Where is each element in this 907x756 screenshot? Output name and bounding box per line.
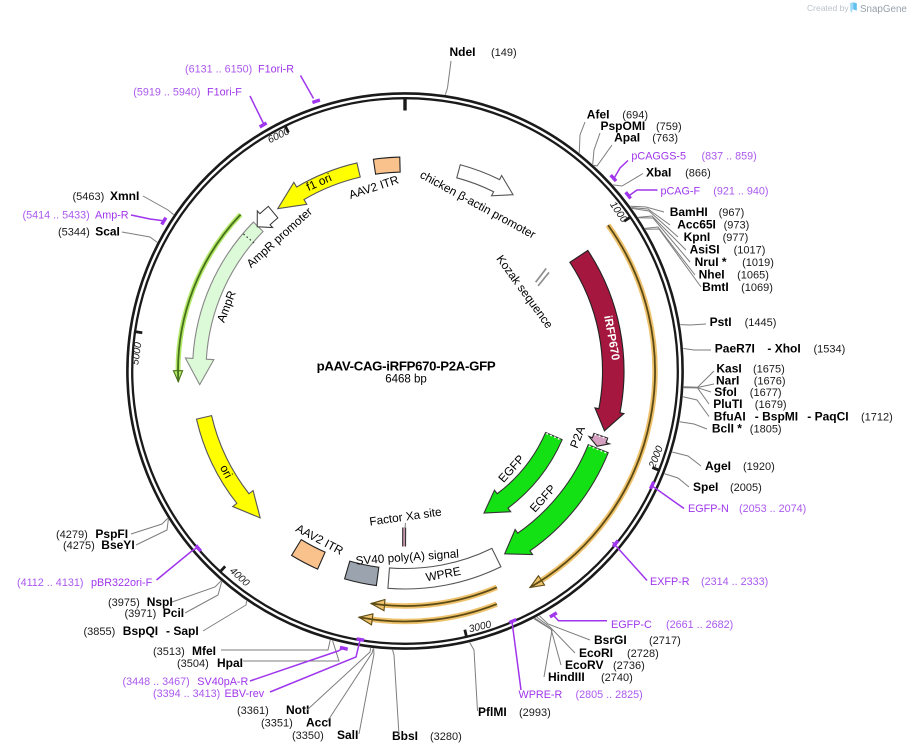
svg-text:(4275): (4275) xyxy=(63,540,95,552)
svg-text:(763): (763) xyxy=(652,133,678,145)
svg-text:(2736): (2736) xyxy=(613,660,645,672)
svg-text:PciI: PciI xyxy=(163,606,184,620)
svg-text:HpaI: HpaI xyxy=(217,656,243,670)
svg-text:(1920): (1920) xyxy=(743,461,775,473)
svg-text:(3361): (3361) xyxy=(237,705,269,717)
svg-text:EBV-rev: EBV-rev xyxy=(225,688,265,700)
svg-text:(3448 .. 3467): (3448 .. 3467) xyxy=(123,676,190,688)
svg-text:pAAV-CAG-iRFP670-P2A-GFP: pAAV-CAG-iRFP670-P2A-GFP xyxy=(317,359,496,374)
svg-text:F1ori-F: F1ori-F xyxy=(207,87,242,99)
svg-text:MfeI: MfeI xyxy=(192,644,216,658)
svg-text:BbsI: BbsI xyxy=(392,729,418,743)
svg-text:(2661 .. 2682): (2661 .. 2682) xyxy=(666,619,733,631)
svg-text:ScaI: ScaI xyxy=(95,225,120,239)
svg-text:- BspMI: - BspMI xyxy=(755,410,798,424)
svg-text:XmnI: XmnI xyxy=(110,189,139,203)
svg-text:Amp-R: Amp-R xyxy=(95,210,129,222)
svg-text:(1805): (1805) xyxy=(750,424,782,436)
svg-text:BseYI: BseYI xyxy=(101,538,134,552)
svg-text:WPRE-R: WPRE-R xyxy=(519,689,563,701)
svg-text:(6131 .. 6150): (6131 .. 6150) xyxy=(185,64,252,76)
svg-text:(2805 .. 2825): (2805 .. 2825) xyxy=(576,689,643,701)
svg-text:BsrGI: BsrGI xyxy=(594,633,627,647)
svg-text:ApaI: ApaI xyxy=(614,131,640,145)
svg-text:(3504): (3504) xyxy=(177,658,209,670)
svg-text:(3280): (3280) xyxy=(430,731,462,743)
svg-text:BclI *: BclI * xyxy=(712,422,742,436)
svg-text:(837 .. 859): (837 .. 859) xyxy=(702,151,757,163)
svg-text:(1445): (1445) xyxy=(745,317,777,329)
svg-text:SnapGene: SnapGene xyxy=(860,4,907,15)
svg-text:- XhoI: - XhoI xyxy=(767,342,800,356)
svg-text:BspQI: BspQI xyxy=(123,624,158,638)
svg-text:(2005): (2005) xyxy=(730,482,762,494)
svg-text:PflMI: PflMI xyxy=(478,705,507,719)
svg-text:(2740): (2740) xyxy=(601,672,633,684)
svg-text:(2993): (2993) xyxy=(519,707,551,719)
svg-text:pCAGGS-5: pCAGGS-5 xyxy=(631,151,686,163)
svg-text:(3513): (3513) xyxy=(153,646,185,658)
svg-text:(1677): (1677) xyxy=(750,387,782,399)
svg-text:(1065): (1065) xyxy=(737,270,769,282)
svg-text:SpeI: SpeI xyxy=(693,480,718,494)
svg-text:(866): (866) xyxy=(685,168,711,180)
svg-text:(1069): (1069) xyxy=(741,282,773,294)
svg-text:SalI: SalI xyxy=(337,728,358,742)
svg-text:F1ori-R: F1ori-R xyxy=(258,64,294,76)
svg-text:EGFP-N: EGFP-N xyxy=(688,503,729,515)
svg-text:XbaI: XbaI xyxy=(646,166,671,180)
svg-text:(5463): (5463) xyxy=(73,191,105,203)
svg-text:Created by: Created by xyxy=(807,3,849,13)
svg-text:BmtI: BmtI xyxy=(702,280,729,294)
svg-text:(2728): (2728) xyxy=(627,648,659,660)
svg-text:- SapI: - SapI xyxy=(166,624,199,638)
svg-text:NdeI: NdeI xyxy=(450,45,476,59)
svg-text:HindIII: HindIII xyxy=(548,670,585,684)
svg-text:(2314 .. 2333): (2314 .. 2333) xyxy=(701,576,768,588)
svg-text:(1534): (1534) xyxy=(814,344,846,356)
svg-text:pCAG-F: pCAG-F xyxy=(661,186,701,198)
svg-text:(2053 .. 2074): (2053 .. 2074) xyxy=(739,503,806,515)
svg-text:(3971): (3971) xyxy=(125,608,157,620)
svg-text:(3350): (3350) xyxy=(292,730,324,742)
svg-text:(1017): (1017) xyxy=(734,245,766,257)
svg-text:EXFP-R: EXFP-R xyxy=(650,576,690,588)
svg-text:(5344): (5344) xyxy=(58,227,90,239)
svg-text:- PaqCI: - PaqCI xyxy=(807,410,848,424)
svg-text:(977): (977) xyxy=(723,232,749,244)
svg-text:6468 bp: 6468 bp xyxy=(385,374,427,386)
svg-text:(3351): (3351) xyxy=(261,718,293,730)
svg-text:(149): (149) xyxy=(491,47,517,59)
svg-text:EGFP-C: EGFP-C xyxy=(611,619,652,631)
svg-text:(2717): (2717) xyxy=(649,635,681,647)
svg-text:AgeI: AgeI xyxy=(705,459,731,473)
svg-text:(967): (967) xyxy=(719,207,745,219)
svg-text:pBR322ori-F: pBR322ori-F xyxy=(91,577,153,589)
svg-text:(1712): (1712) xyxy=(861,412,893,424)
svg-text:SV40pA-R: SV40pA-R xyxy=(197,676,248,688)
svg-text:(5919 .. 5940): (5919 .. 5940) xyxy=(133,87,200,99)
svg-text:PaeR7I: PaeR7I xyxy=(715,342,755,356)
svg-text:(1675): (1675) xyxy=(753,364,785,376)
svg-text:(3394 .. 3413): (3394 .. 3413) xyxy=(153,688,220,700)
svg-text:(5414 .. 5433): (5414 .. 5433) xyxy=(23,210,90,222)
svg-text:(4112 .. 4131): (4112 .. 4131) xyxy=(17,577,83,589)
svg-text:(973): (973) xyxy=(724,220,750,232)
svg-text:(1019): (1019) xyxy=(742,257,774,269)
svg-text:(1676): (1676) xyxy=(754,376,786,388)
svg-text:(3855): (3855) xyxy=(84,626,116,638)
svg-text:AccI: AccI xyxy=(306,716,331,730)
svg-text:(921 .. 940): (921 .. 940) xyxy=(713,186,768,198)
svg-text:PstI: PstI xyxy=(710,315,732,329)
svg-text:(759): (759) xyxy=(656,121,682,133)
